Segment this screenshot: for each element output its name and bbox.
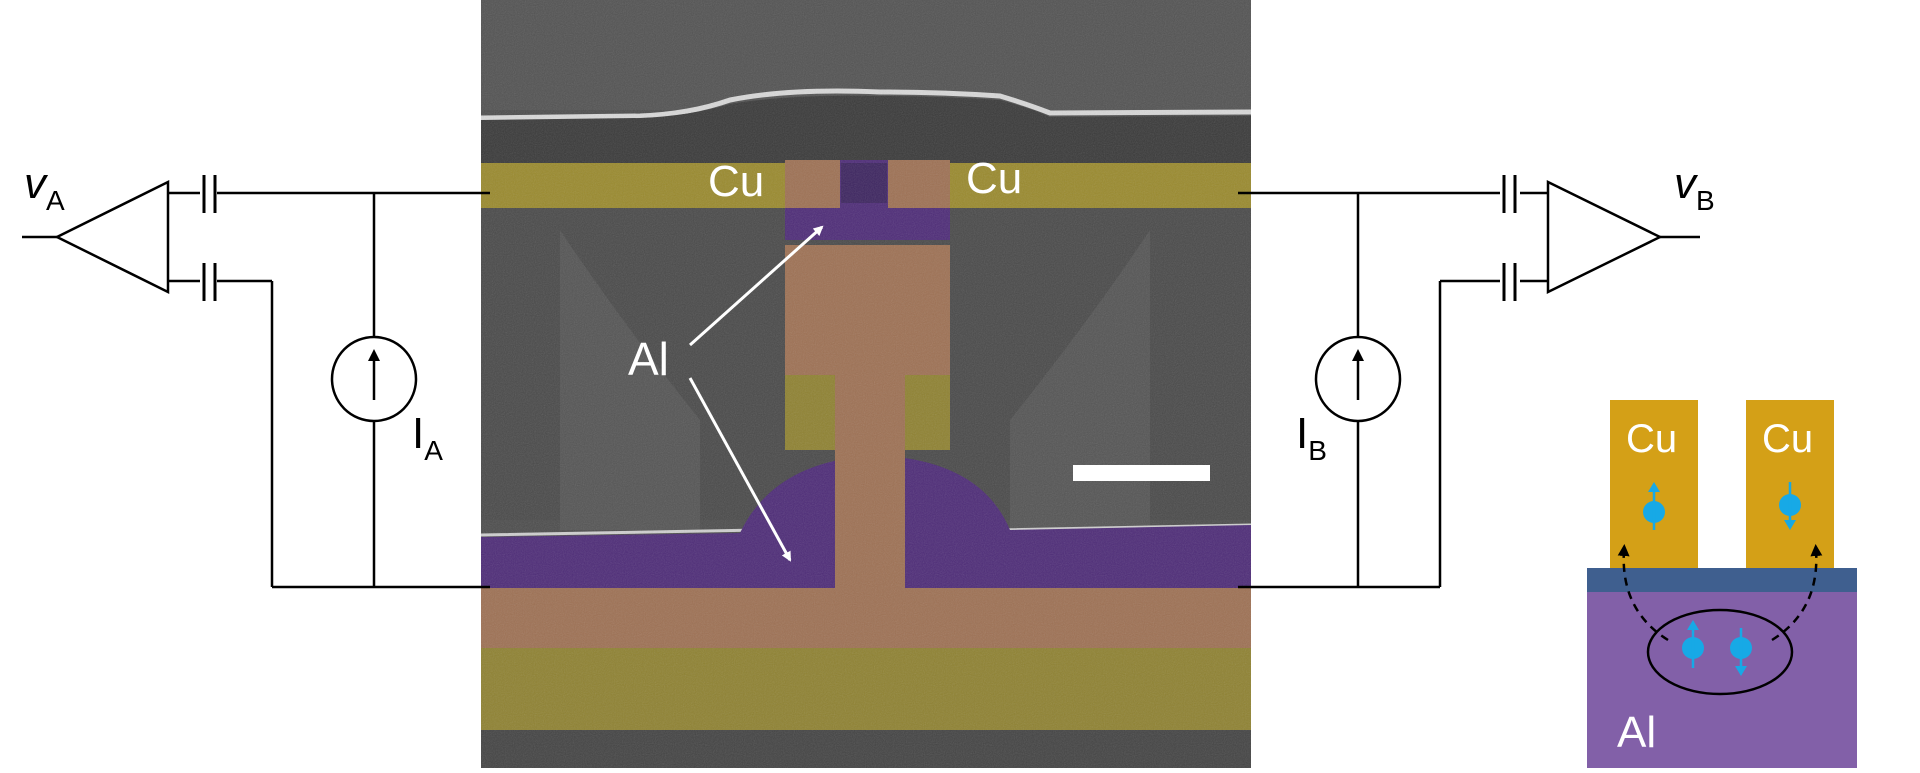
spin-schematic: Cu Cu Al: [1587, 400, 1857, 768]
pair-spin-up-icon: [1682, 620, 1704, 668]
capacitor-b1-icon: [1502, 175, 1517, 213]
spin-up-icon: [1643, 482, 1665, 530]
capacitor-b2-icon: [1502, 263, 1517, 301]
capacitor-a1-icon: [202, 175, 217, 213]
right-circuit: [1238, 191, 1700, 589]
schematic-cu-right-label: Cu: [1762, 417, 1813, 461]
i-a-label: IA: [412, 409, 443, 466]
v-a-label: vA: [24, 159, 65, 216]
v-b-label: vB: [1674, 159, 1715, 216]
scale-bar: [1073, 465, 1210, 481]
schematic-al-label: Al: [1617, 708, 1656, 757]
cooper-pair-ellipse: [1646, 608, 1794, 696]
current-source-a-icon: [330, 335, 418, 423]
cu-left-label: Cu: [708, 157, 764, 206]
amplifier-a-icon: [54, 179, 170, 295]
schematic-al-block: [1587, 590, 1857, 768]
i-b-label: IB: [1296, 409, 1327, 466]
schematic-cu-left-label: Cu: [1626, 417, 1677, 461]
schematic-barrier: [1587, 568, 1857, 592]
pair-spin-down-icon: [1730, 628, 1752, 676]
left-circuit: [22, 191, 490, 589]
spin-down-icon: [1779, 482, 1801, 530]
al-arrow-down: [688, 377, 792, 562]
current-source-b-icon: [1314, 335, 1402, 423]
capacitor-a2-icon: [202, 263, 217, 301]
al-label: Al: [628, 333, 669, 385]
al-arrow-up: [689, 225, 824, 347]
cu-right-label: Cu: [966, 154, 1022, 203]
amplifier-b-icon: [1546, 179, 1663, 295]
sem-image: Cu Cu Al: [480, 0, 1252, 768]
